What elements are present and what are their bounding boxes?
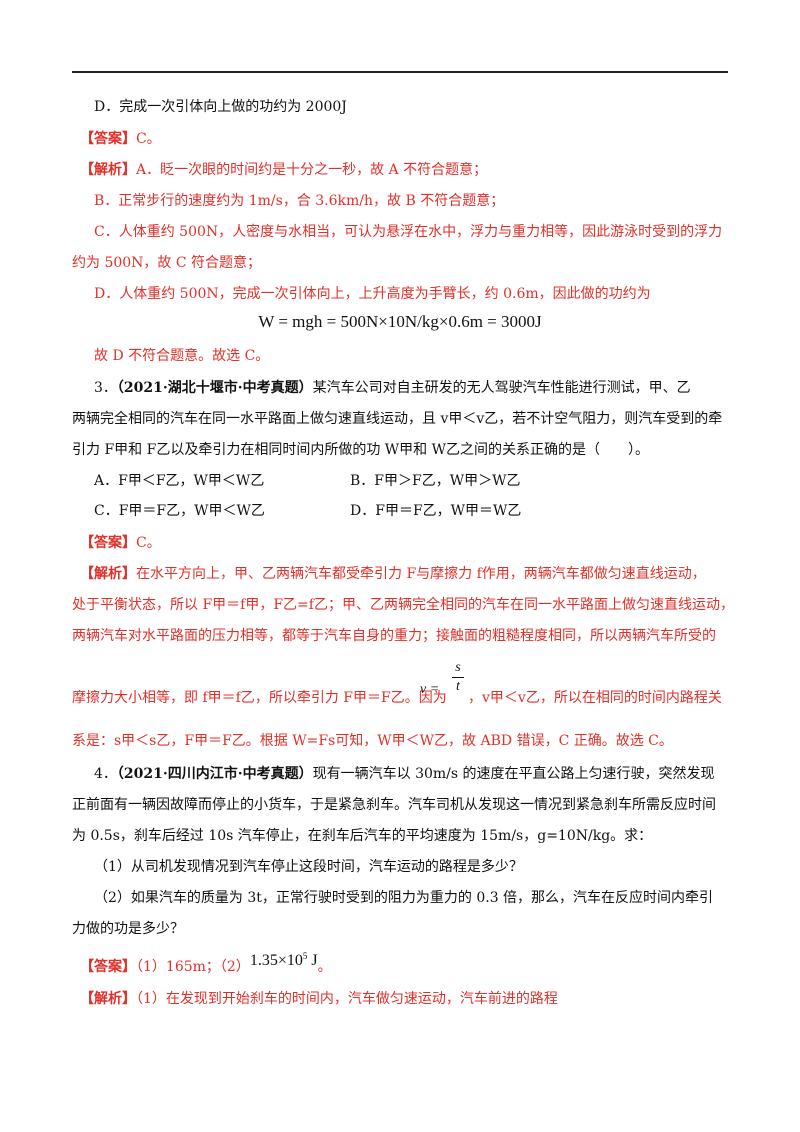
q3-analysis-line1: 【解析】在水平方向上，甲、乙两辆汽车都受牵引力 F与摩擦力 f作用，两辆汽车都做… xyxy=(80,566,706,582)
speed-formula-lhs: v = xyxy=(420,682,440,697)
q2-analysis-d1: D．人体重约 500N，完成一次引体向上，上升高度为手臂长，约 0.6m，因此做… xyxy=(94,286,651,302)
option-d-text: D．完成一次引体向上做的功约为 2000J xyxy=(94,99,347,115)
work-formula: W = mgh = 500N×10N/kg×0.6m = 3000J xyxy=(258,312,542,331)
q2-analysis-a: 【解析】A．眨一次眼的时间约是十分之一秒，故 A 不符合题意； xyxy=(80,162,488,178)
q4-sub1: （1）从司机发现情况到汽车停止这段时间，汽车运动的路程是多少？ xyxy=(94,859,523,875)
q2-analysis-b: B．正常步行的速度约为 1m/s，合 3.6km/h，故 B 不符合题意； xyxy=(94,193,505,209)
q3-analysis-line4b: ，v甲＜v乙，所以在相同的时间内路程关 xyxy=(468,690,722,706)
q2-analysis-c1: C．人体重约 500N，人密度与水相当，可认为悬浮在水中，浮力与重力相等，因此游… xyxy=(94,224,723,240)
q2-analysis-c2: 约为 500N，故 C 符合题意； xyxy=(72,255,262,271)
fraction-numerator: s xyxy=(455,660,461,675)
q4-stem-line2: 正前面有一辆因故障而停止的小货车，于是紧急刹车。汽车司机从发现这一情况到紧急刹车… xyxy=(72,797,716,813)
q3-stem-line1: 3．（2021·湖北十堰市·中考真题）某汽车公司对自主研发的无人驾驶汽车性能进行… xyxy=(94,380,691,396)
answer-energy-value: 1.35×105 J xyxy=(249,951,318,969)
q4-sub2-line2: 力做的功是多少？ xyxy=(72,921,184,937)
fraction-bar xyxy=(452,677,464,678)
q3-analysis-line2: 处于平衡状态，所以 F甲＝f甲，F乙=f乙；甲、乙两辆完全相同的汽车在同一水平路… xyxy=(72,597,734,613)
q3-analysis-line5: 系是：s甲＜s乙，F甲＝F乙。根据 W=Fs可知，W甲＜W乙，故 ABD 错误，… xyxy=(72,733,673,749)
q3-analysis-line3: 两辆汽车对水平路面的压力相等，都等于汽车自身的重力；接触面的粗糙程度相同，所以两… xyxy=(72,628,716,644)
q3-option-b: B．F甲＞F乙，W甲＞W乙 xyxy=(350,473,521,489)
q3-option-c: C．F甲＝F乙，W甲＜W乙 xyxy=(94,503,265,519)
header-rule xyxy=(72,71,728,73)
q4-stem-line3: 为 0.5s，刹车后经过 10s 汽车停止，在刹车后汽车的平均速度为 15m/s… xyxy=(72,828,653,844)
fraction-denominator: t xyxy=(456,679,460,694)
q3-option-d: D．F甲＝F乙，W甲＝W乙 xyxy=(350,503,522,519)
q3-stem-line3: 引力 F甲和 F乙以及牵引力在相同时间内所做的功 W甲和 W乙之间的关系正确的是… xyxy=(72,442,650,458)
q4-sub2-line1: （2）如果汽车的质量为 3t，正常行驶时受到的阻力为重力的 0.3 倍，那么，汽… xyxy=(94,890,714,906)
q3-analysis-line4a: 摩擦力大小相等，即 f甲＝f乙，所以牵引力 F甲＝F乙。因为 xyxy=(72,690,447,706)
q3-option-a: A．F甲＜F乙，W甲＜W乙 xyxy=(94,473,265,489)
q4-stem-line1: 4．（2021·四川内江市·中考真题）现有一辆汽车以 30m/s 的速度在平直公… xyxy=(94,766,715,782)
q4-analysis-line1: 【解析】（1）在发现到开始刹车的时间内，汽车做匀速运动，汽车前进的路程 xyxy=(80,991,558,1007)
q3-stem-line2: 两辆完全相同的汽车在同一水平路面上做匀速直线运动，且 v甲＜v乙，若不计空气阻力… xyxy=(72,411,723,427)
q2-analysis-d3: 故 D 不符合题意。故选 C。 xyxy=(94,348,270,364)
speed-fraction: s t xyxy=(452,660,464,695)
q3-answer: 【答案】C。 xyxy=(80,535,161,551)
q4-answer: 【答案】（1）165m；（2）1.35×105 J。 xyxy=(80,951,332,975)
q2-answer: 【答案】C。 xyxy=(80,131,161,147)
